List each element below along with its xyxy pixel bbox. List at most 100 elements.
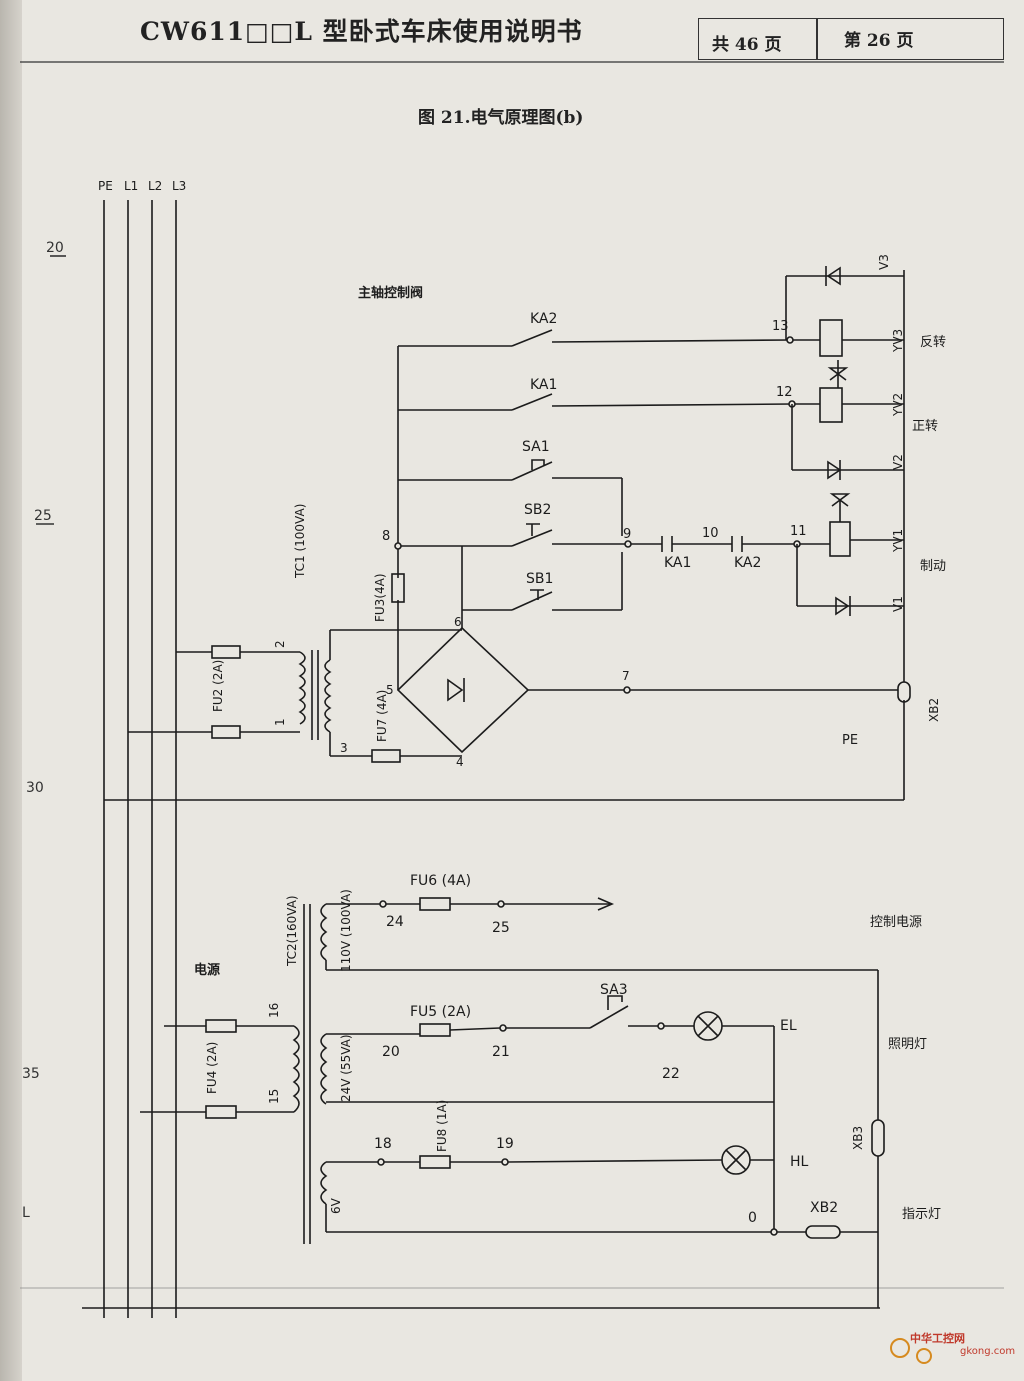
function-lighting: 照明灯: [888, 1037, 927, 1052]
section-title-spindle-valve: 主轴控制阀: [358, 285, 423, 301]
pe-label: PE: [842, 733, 858, 748]
diode-label-v3: V3: [877, 254, 891, 270]
connector-label-xb2-lower: XB2: [810, 1200, 838, 1216]
node-label-21: 21: [492, 1044, 510, 1060]
power-label: 电源: [194, 962, 220, 978]
document-title: CW611□□L 型卧式车床使用说明书: [140, 17, 583, 46]
node-label-4: 4: [456, 755, 464, 769]
fuse-fu3: [391, 573, 405, 603]
valve-label-yv1: YV1: [891, 529, 905, 553]
diode-label-v1: V1: [891, 596, 905, 612]
fuse-fu2-a: [211, 645, 241, 659]
node-label-11: 11: [790, 524, 807, 539]
valve-label-yv2: YV2: [891, 393, 905, 417]
valve-coil-yv3: [819, 319, 843, 357]
fuse-fu6: [419, 897, 451, 911]
watermark-gear-icon: [890, 1338, 932, 1364]
node-label-6: 6: [454, 615, 462, 629]
node-label-8: 8: [382, 529, 390, 544]
bus-bars: [82, 200, 880, 1318]
contact-sb2-actuator: [526, 523, 540, 536]
node-label-13: 13: [772, 319, 789, 334]
contact-sb1-actuator: [530, 589, 544, 600]
node-label-2: 2: [273, 640, 287, 648]
contact-label-ka1: KA1: [530, 377, 557, 393]
suppressor-yv2: [827, 360, 849, 388]
fuse-fu7: [371, 749, 401, 763]
fuse-fu4-a: [205, 1019, 237, 1033]
node-label-16: 16: [267, 1003, 281, 1018]
terminal-7: [623, 686, 631, 694]
terminal-13: [786, 336, 794, 344]
winding-6v: [320, 1161, 328, 1205]
fuse-label-fu4: FU4 (2A): [205, 1042, 219, 1094]
bridge-rectifier: [396, 626, 530, 754]
bridge-diode-icon: [447, 678, 464, 702]
switch-label-sa3: SA3: [600, 982, 628, 998]
node-label-19: 19: [496, 1136, 514, 1152]
contact-sb2: [511, 529, 553, 547]
contact-series-ka1: [661, 536, 673, 552]
winding-24v: [320, 1033, 328, 1105]
node-label-5: 5: [386, 683, 394, 697]
contact-sa1: [511, 461, 553, 481]
valve-function-brake: 制动: [920, 559, 946, 574]
bus-label-l3: L3: [172, 179, 186, 193]
fuse-fu2-b: [211, 725, 241, 739]
diode-label-v2: V2: [891, 454, 905, 470]
valve-function-forward: 正转: [912, 419, 938, 434]
node-label-20: 20: [382, 1044, 400, 1060]
fuse-label-fu3: FU3(4A): [373, 573, 387, 622]
terminal-25: [497, 900, 505, 908]
connector-xb2-lower: [805, 1225, 841, 1239]
bus-label-pe: PE: [98, 179, 113, 193]
wire: [551, 403, 793, 407]
transformer-label-tc1: TC1 (100VA): [293, 504, 307, 579]
winding-label-110v: 110V (100VA): [339, 889, 353, 972]
fuse-fu8: [419, 1155, 451, 1169]
diode-v3: [826, 266, 841, 286]
terminal-21: [499, 1024, 507, 1032]
wire: [551, 339, 791, 343]
margin-number: 35: [22, 1066, 40, 1082]
bus-label-l1: L1: [124, 179, 138, 193]
terminal-18: [377, 1158, 385, 1166]
contact-ka2: [511, 329, 553, 347]
total-pages: 共 46 页: [712, 35, 782, 55]
node-label-25: 25: [492, 920, 510, 936]
arrow-right-icon: [597, 897, 615, 911]
contact-label-sb2: SB2: [524, 502, 551, 518]
terminal-8: [394, 542, 402, 550]
terminal-0: [770, 1228, 778, 1236]
node-label-10: 10: [702, 526, 719, 541]
switch-sa3-actuator: [607, 995, 623, 1010]
contact-sa1-actuator: [531, 459, 545, 470]
connector-label-xb2-upper: XB2: [927, 698, 941, 722]
node-label-7: 7: [622, 669, 630, 683]
margin-number: L: [22, 1205, 30, 1221]
switch-sa3: [589, 1005, 629, 1029]
transformer-tc1-primary: [298, 651, 306, 725]
valve-label-yv3: YV3: [891, 329, 905, 353]
valve-function-reverse: 反转: [920, 335, 946, 350]
transformer-label-tc2: TC2(160VA): [285, 895, 299, 967]
wire: [507, 1159, 723, 1163]
fuse-label-fu5: FU5 (2A): [410, 1004, 471, 1020]
series-label-ka2: KA2: [734, 555, 761, 571]
margin-number: 20: [46, 240, 64, 256]
fuse-label-fu8: FU8 (1A): [435, 1100, 449, 1152]
terminal-19: [501, 1158, 509, 1166]
lamp-hl-cross: [725, 1149, 747, 1171]
winding-label-6v: 6V: [329, 1197, 343, 1214]
contact-label-sa1: SA1: [522, 439, 550, 455]
winding-110v: [320, 903, 328, 961]
lamp-label-hl: HL: [790, 1154, 809, 1170]
node-label-9: 9: [623, 527, 631, 542]
node-label-0: 0: [748, 1210, 757, 1226]
fuse-label-fu6: FU6 (4A): [410, 873, 471, 889]
contact-label-ka2: KA2: [530, 311, 557, 327]
margin-number: 30: [26, 780, 44, 796]
fuse-fu5: [419, 1023, 451, 1037]
binder-edge: [0, 0, 22, 1381]
suppressor-yv1: [829, 493, 851, 522]
